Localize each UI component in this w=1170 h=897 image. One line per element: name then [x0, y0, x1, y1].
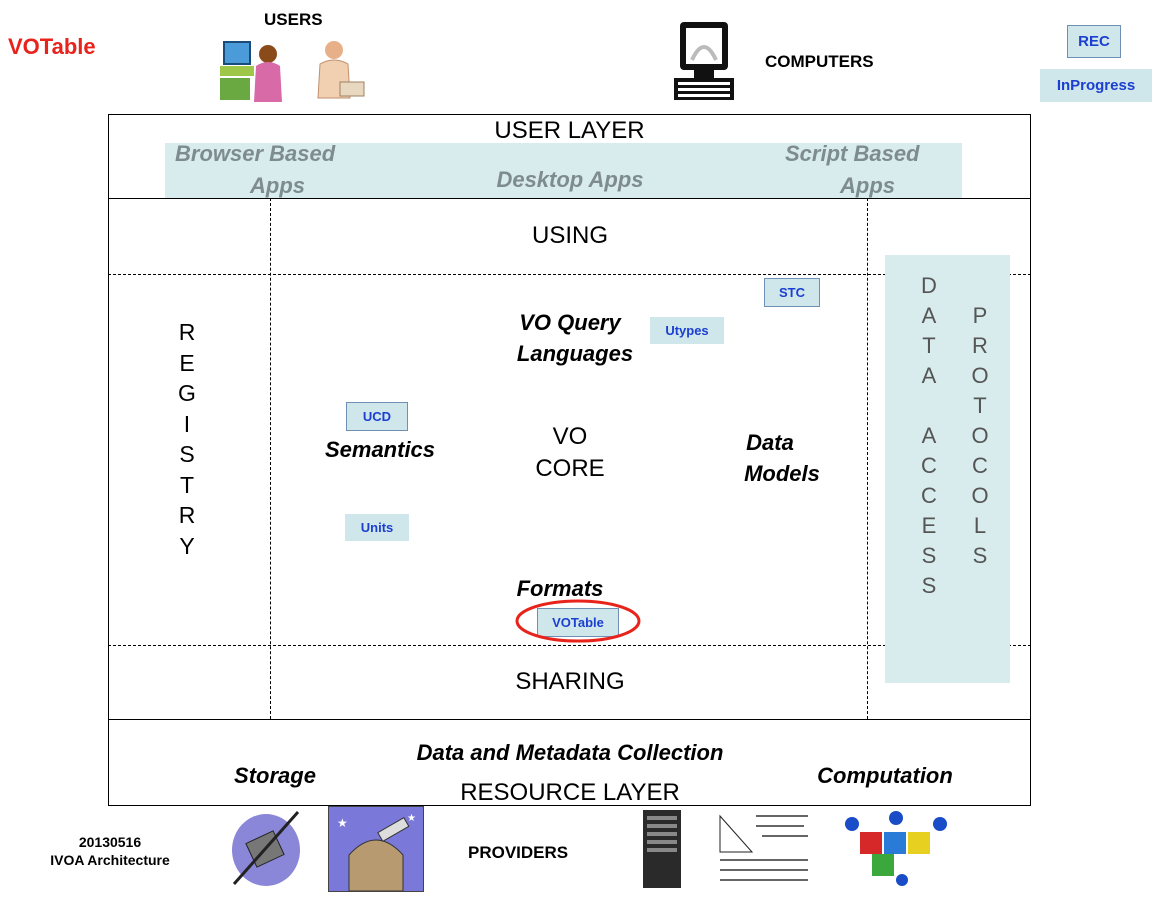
dash-left	[270, 198, 271, 719]
legend-rec: REC	[1067, 25, 1121, 58]
vo-query-line1: VO Query	[519, 310, 621, 335]
vo-query-line2: Languages	[516, 341, 634, 366]
using-label: USING	[531, 222, 608, 249]
computation-label: Computation	[817, 763, 953, 788]
formats-label: Formats	[516, 576, 604, 601]
architecture-frame	[108, 114, 1031, 806]
vo-core-line1: VO	[552, 423, 588, 450]
svg-text:★: ★	[337, 816, 348, 830]
user-layer-title: USER LAYER	[494, 117, 645, 144]
script-apps-line2: Apps	[840, 173, 895, 198]
page-title: VOTable	[8, 34, 96, 59]
vo-core-line2: CORE	[535, 455, 605, 482]
computer-icon	[672, 20, 736, 102]
browser-apps-line2: Apps	[250, 173, 305, 198]
svg-text:★: ★	[407, 813, 416, 824]
storage-label: Storage	[234, 763, 316, 788]
puzzle-team-illustration	[842, 806, 952, 890]
data-models-line1: Data	[746, 430, 794, 455]
data-collection-label: Data and Metadata Collection	[416, 740, 724, 765]
registry-label: R E G I S T R Y	[178, 319, 196, 559]
tag-units: Units	[345, 514, 409, 541]
protocols-label: P R O T O C O L S	[971, 303, 989, 568]
tag-votable: VOTable	[537, 608, 619, 637]
desktop-apps: Desktop Apps	[496, 167, 644, 192]
legend-inprogress: InProgress	[1040, 69, 1152, 102]
dash-right	[867, 198, 868, 719]
resource-layer-title: RESOURCE LAYER	[460, 779, 680, 806]
users-label: USERS	[264, 10, 323, 29]
semantics-label: Semantics	[324, 437, 436, 462]
users-illustration	[216, 36, 366, 108]
dash-upper	[108, 274, 1031, 275]
server-icon	[641, 808, 683, 890]
observatory-icon: ★ ★	[328, 806, 424, 892]
dash-lower	[108, 645, 1031, 646]
footer-architecture: IVOA Architecture	[50, 852, 170, 868]
providers-label: PROVIDERS	[468, 843, 569, 862]
data-access-band	[885, 255, 1010, 683]
tag-ucd: UCD	[346, 402, 408, 431]
script-apps-line1: Script Based	[785, 141, 920, 166]
satellite-icon	[228, 806, 308, 892]
sharing-label: SHARING	[515, 668, 625, 695]
votable-highlight-ring	[515, 598, 641, 644]
formulas-illustration	[716, 808, 812, 890]
browser-apps-line1: Browser Based	[175, 141, 336, 166]
computers-label: COMPUTERS	[765, 52, 874, 71]
footer-date: 20130516	[78, 834, 142, 850]
data-access-label: D A T A A C C E S S	[921, 273, 937, 598]
tag-utypes: Utypes	[650, 317, 724, 344]
user-apps-band	[165, 143, 962, 198]
core-bottom-border	[108, 719, 1031, 720]
core-top-border	[108, 198, 1031, 199]
tag-stc: STC	[764, 278, 820, 307]
data-models-line2: Models	[744, 461, 820, 486]
